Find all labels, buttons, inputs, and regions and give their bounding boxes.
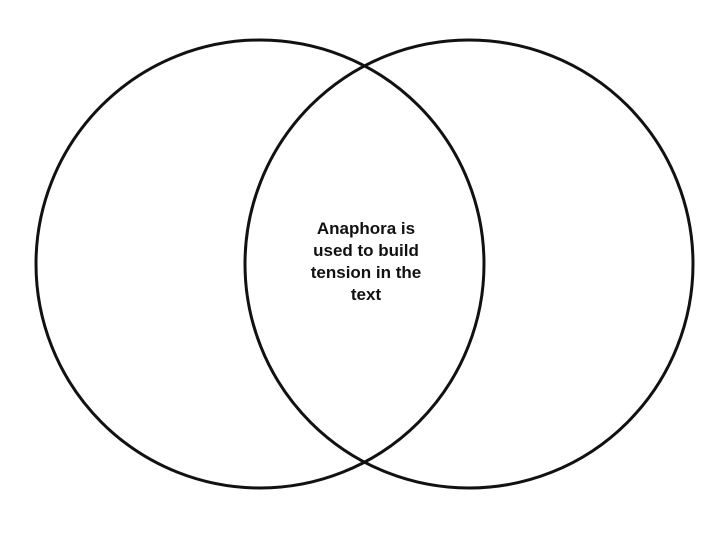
overlap-label-line: text [350,285,382,304]
overlap-label: Anaphora is used to build tension in the… [286,218,446,306]
overlap-label-line: tension in the [310,263,422,282]
venn-circle-right [243,38,695,490]
venn-circle-left [34,38,486,490]
overlap-label-line: used to build [313,241,419,260]
overlap-label-line: Anaphora is [316,219,416,238]
